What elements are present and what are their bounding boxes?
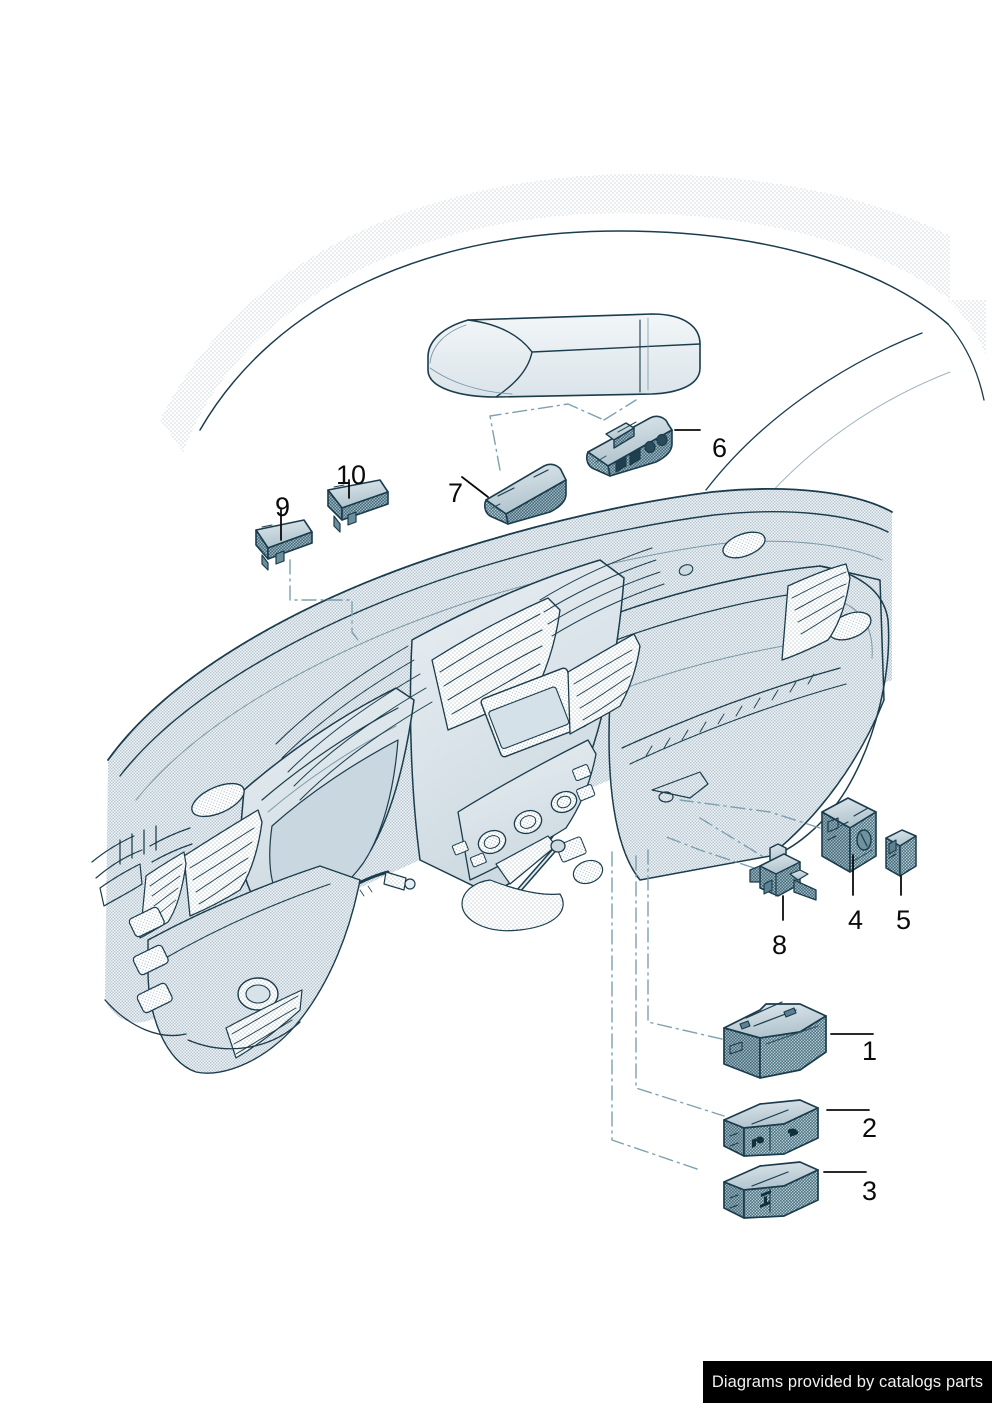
part-connector-bracket bbox=[749, 843, 817, 901]
callout-2: 2 bbox=[862, 1113, 878, 1143]
part-blanking-cap-small bbox=[885, 829, 917, 877]
part-cover-cap-small bbox=[255, 519, 313, 571]
callout-9: 9 bbox=[275, 492, 291, 522]
callout-8: 8 bbox=[772, 930, 788, 960]
roof-console-housing bbox=[427, 313, 701, 398]
callout-5: 5 bbox=[896, 905, 912, 935]
watermark-bar: Diagrams provided by catalogs parts bbox=[703, 1361, 992, 1403]
part-rotary-switch-unit bbox=[821, 797, 877, 873]
callout-7: 7 bbox=[448, 478, 464, 508]
callout-1: 1 bbox=[862, 1036, 878, 1066]
callout-leader-ticks bbox=[280, 429, 902, 1173]
callout-10: 10 bbox=[336, 460, 367, 490]
instrument-panel-body bbox=[91, 488, 893, 1074]
part-switch-module-single-symbol bbox=[723, 1161, 819, 1219]
part-roof-console-switch-panel bbox=[586, 415, 673, 477]
callout-4: 4 bbox=[848, 905, 864, 935]
part-roof-console-blanking-strip bbox=[484, 463, 567, 525]
roof-header-illustration bbox=[160, 173, 986, 506]
part-switch-module-twin-symbol bbox=[723, 1099, 819, 1157]
callout-3: 3 bbox=[862, 1176, 878, 1206]
leader-lines bbox=[289, 399, 821, 1171]
part-switch-module-large bbox=[723, 1001, 827, 1079]
part-cover-cap-large bbox=[327, 479, 389, 533]
watermark-text: Diagrams provided by catalogs parts bbox=[711, 1372, 984, 1391]
callout-6: 6 bbox=[712, 433, 728, 463]
